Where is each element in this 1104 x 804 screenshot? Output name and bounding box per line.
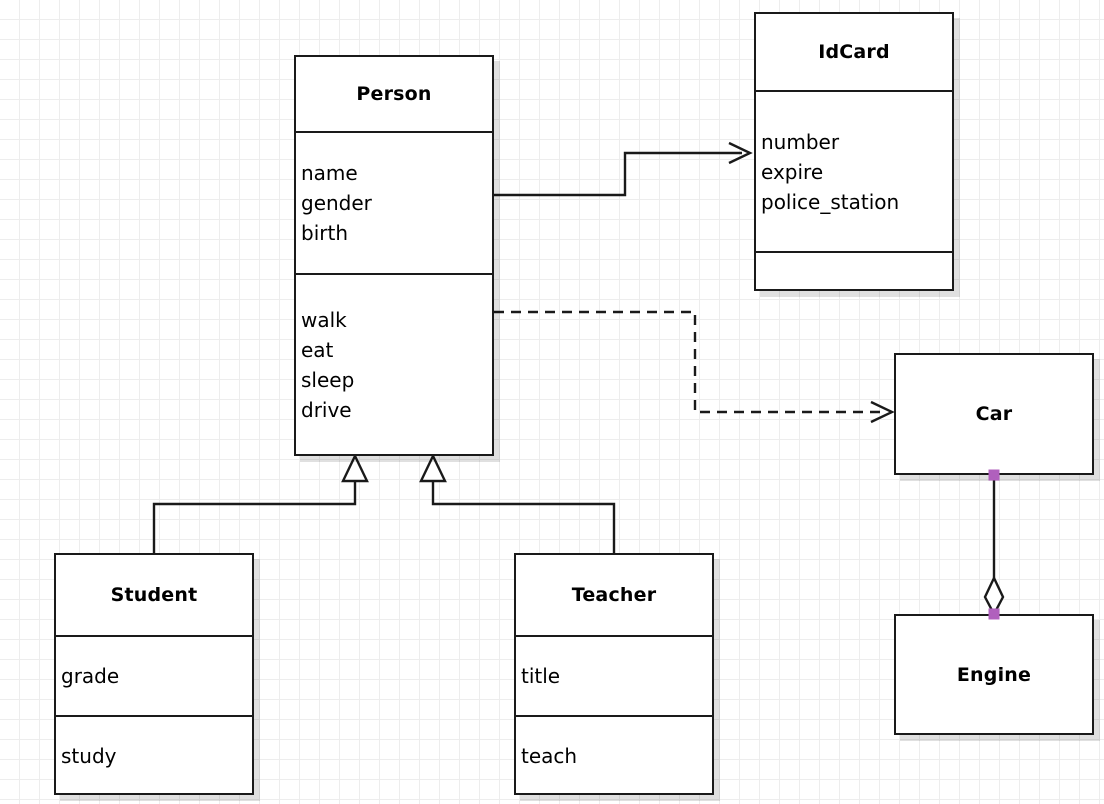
open-arrowhead-icon: [870, 400, 895, 424]
class-box-student[interactable]: Student grade study: [54, 553, 254, 795]
class-title-text: Person: [356, 83, 432, 105]
class-title-text: Car: [975, 403, 1013, 425]
hollow-triangle-icon: [419, 453, 447, 483]
methods-idcard: [756, 251, 952, 289]
attribute-item: number: [761, 129, 840, 154]
class-name-person: Person: [296, 57, 492, 131]
class-name-student: Student: [56, 555, 252, 635]
method-item: teach: [521, 744, 578, 768]
class-title-text: IdCard: [818, 41, 890, 63]
edge-teacher-person[interactable]: [419, 453, 616, 553]
attribute-item: name: [301, 161, 358, 185]
attribute-item: title: [521, 664, 561, 688]
class-box-engine[interactable]: Engine: [894, 614, 1094, 735]
class-name-teacher: Teacher: [516, 555, 712, 635]
attribute-item: expire: [761, 159, 824, 184]
class-box-car[interactable]: Car: [894, 353, 1094, 475]
selection-handle-car-end[interactable]: [988, 469, 1000, 481]
method-item: drive: [301, 397, 352, 422]
attribute-item: gender: [301, 191, 372, 215]
methods-student: study: [56, 715, 252, 795]
methods-teacher: teach: [516, 715, 712, 795]
class-box-person[interactable]: Person name gender birth walk eat sleep …: [294, 55, 494, 456]
method-item: walk: [301, 307, 347, 332]
attributes-idcard: number expire police_station: [756, 90, 952, 251]
edge-person-idcard[interactable]: [494, 141, 753, 197]
class-box-idcard[interactable]: IdCard number expire police_station: [754, 12, 954, 291]
class-name-idcard: IdCard: [756, 14, 952, 90]
method-item: study: [61, 744, 117, 768]
hollow-triangle-icon: [341, 453, 369, 483]
methods-person: walk eat sleep drive: [296, 273, 492, 454]
class-name-car: Car: [896, 355, 1092, 473]
attribute-item: birth: [301, 221, 348, 245]
class-name-engine: Engine: [896, 616, 1092, 733]
open-arrowhead-icon: [728, 141, 753, 165]
edge-person-car[interactable]: [494, 310, 895, 424]
selection-handle-engine-end[interactable]: [988, 608, 1000, 620]
method-item: sleep: [301, 367, 355, 392]
method-item: eat: [301, 337, 334, 362]
attributes-person: name gender birth: [296, 131, 492, 273]
attributes-teacher: title: [516, 635, 712, 715]
class-box-teacher[interactable]: Teacher title teach: [514, 553, 714, 795]
edge-student-person[interactable]: [152, 453, 369, 553]
attribute-item: grade: [61, 664, 120, 688]
attributes-student: grade: [56, 635, 252, 715]
class-title-text: Student: [110, 584, 198, 606]
edge-car-engine[interactable]: [983, 475, 1005, 617]
attribute-item: police_station: [761, 189, 900, 214]
class-title-text: Engine: [956, 663, 1032, 686]
class-title-text: Teacher: [571, 584, 657, 606]
